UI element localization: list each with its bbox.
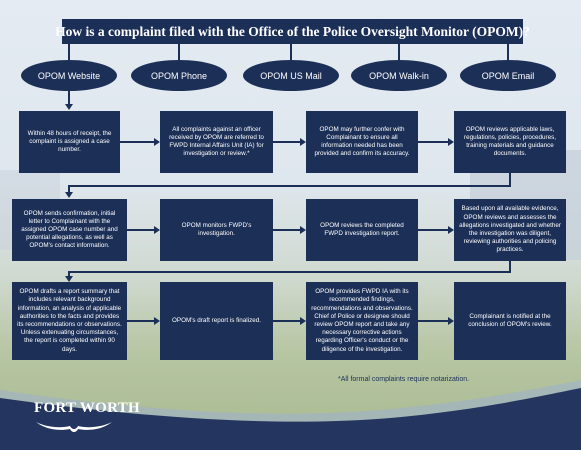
connector — [68, 91, 70, 105]
step-provide-findings: OPOM provides FWPD IA with its recommend… — [306, 282, 418, 360]
arrow-right — [300, 226, 306, 234]
diagram-title: How is a complaint filed with the Office… — [55, 19, 530, 44]
channel-us-mail: OPOM US Mail — [243, 60, 339, 91]
connector — [273, 320, 300, 322]
step-confer-complainant: OPOM may further confer with Complainant… — [306, 111, 418, 173]
connector — [68, 185, 511, 187]
step-assess-allegations: Based upon all available evidence, OPOM … — [454, 199, 566, 261]
connector — [398, 44, 400, 62]
connector — [418, 320, 448, 322]
channel-phone: OPOM Phone — [131, 60, 227, 91]
connector — [178, 44, 180, 62]
connector — [273, 141, 300, 143]
step-report-finalized: OPOM's draft report is finalized. — [160, 282, 273, 360]
connector — [290, 44, 292, 62]
arrow-right — [448, 317, 454, 325]
step-draft-report: OPOM drafts a report summary that includ… — [12, 282, 127, 360]
connector — [68, 44, 70, 62]
arrow-right — [154, 138, 160, 146]
arrow-right — [448, 138, 454, 146]
step-monitor-investigation: OPOM monitors FWPD's investigation. — [160, 199, 273, 261]
step-review-laws: OPOM reviews applicable laws, regulation… — [454, 111, 566, 173]
arrow-right — [448, 226, 454, 234]
channel-website: OPOM Website — [21, 60, 117, 91]
channel-walk-in: OPOM Walk-in — [351, 60, 447, 91]
arrow-right — [300, 138, 306, 146]
connector — [507, 44, 509, 62]
footer-wave — [0, 380, 581, 450]
connector — [68, 271, 511, 273]
step-case-number: Within 48 hours of receipt, the complain… — [19, 111, 120, 173]
connector — [120, 141, 154, 143]
fort-worth-logo: FORT WORTH — [34, 400, 140, 416]
step-referred-to-ia: All complaints against an officer receiv… — [160, 111, 273, 173]
arrow-right — [300, 317, 306, 325]
connector — [127, 320, 154, 322]
connector — [509, 173, 511, 186]
footnote: *All formal complaints require notarizat… — [338, 376, 470, 383]
connector — [509, 261, 511, 272]
channel-email: OPOM Email — [460, 60, 556, 91]
connector — [127, 229, 154, 231]
step-notify-complainant: Complainant is notified at the conclusio… — [454, 282, 566, 360]
connector — [273, 229, 300, 231]
arrow-right — [154, 226, 160, 234]
arrow-down — [65, 104, 73, 110]
connector — [418, 229, 448, 231]
connector — [68, 271, 70, 277]
step-review-report: OPOM reviews the completed FWPD investig… — [306, 199, 418, 261]
longhorn-icon — [36, 422, 112, 432]
arrow-down — [65, 192, 73, 198]
connector — [418, 141, 448, 143]
connector — [68, 185, 70, 193]
arrow-right — [154, 317, 160, 325]
arrow-down — [65, 276, 73, 282]
step-confirmation-letter: OPOM sends confirmation, initial letter … — [12, 199, 127, 261]
